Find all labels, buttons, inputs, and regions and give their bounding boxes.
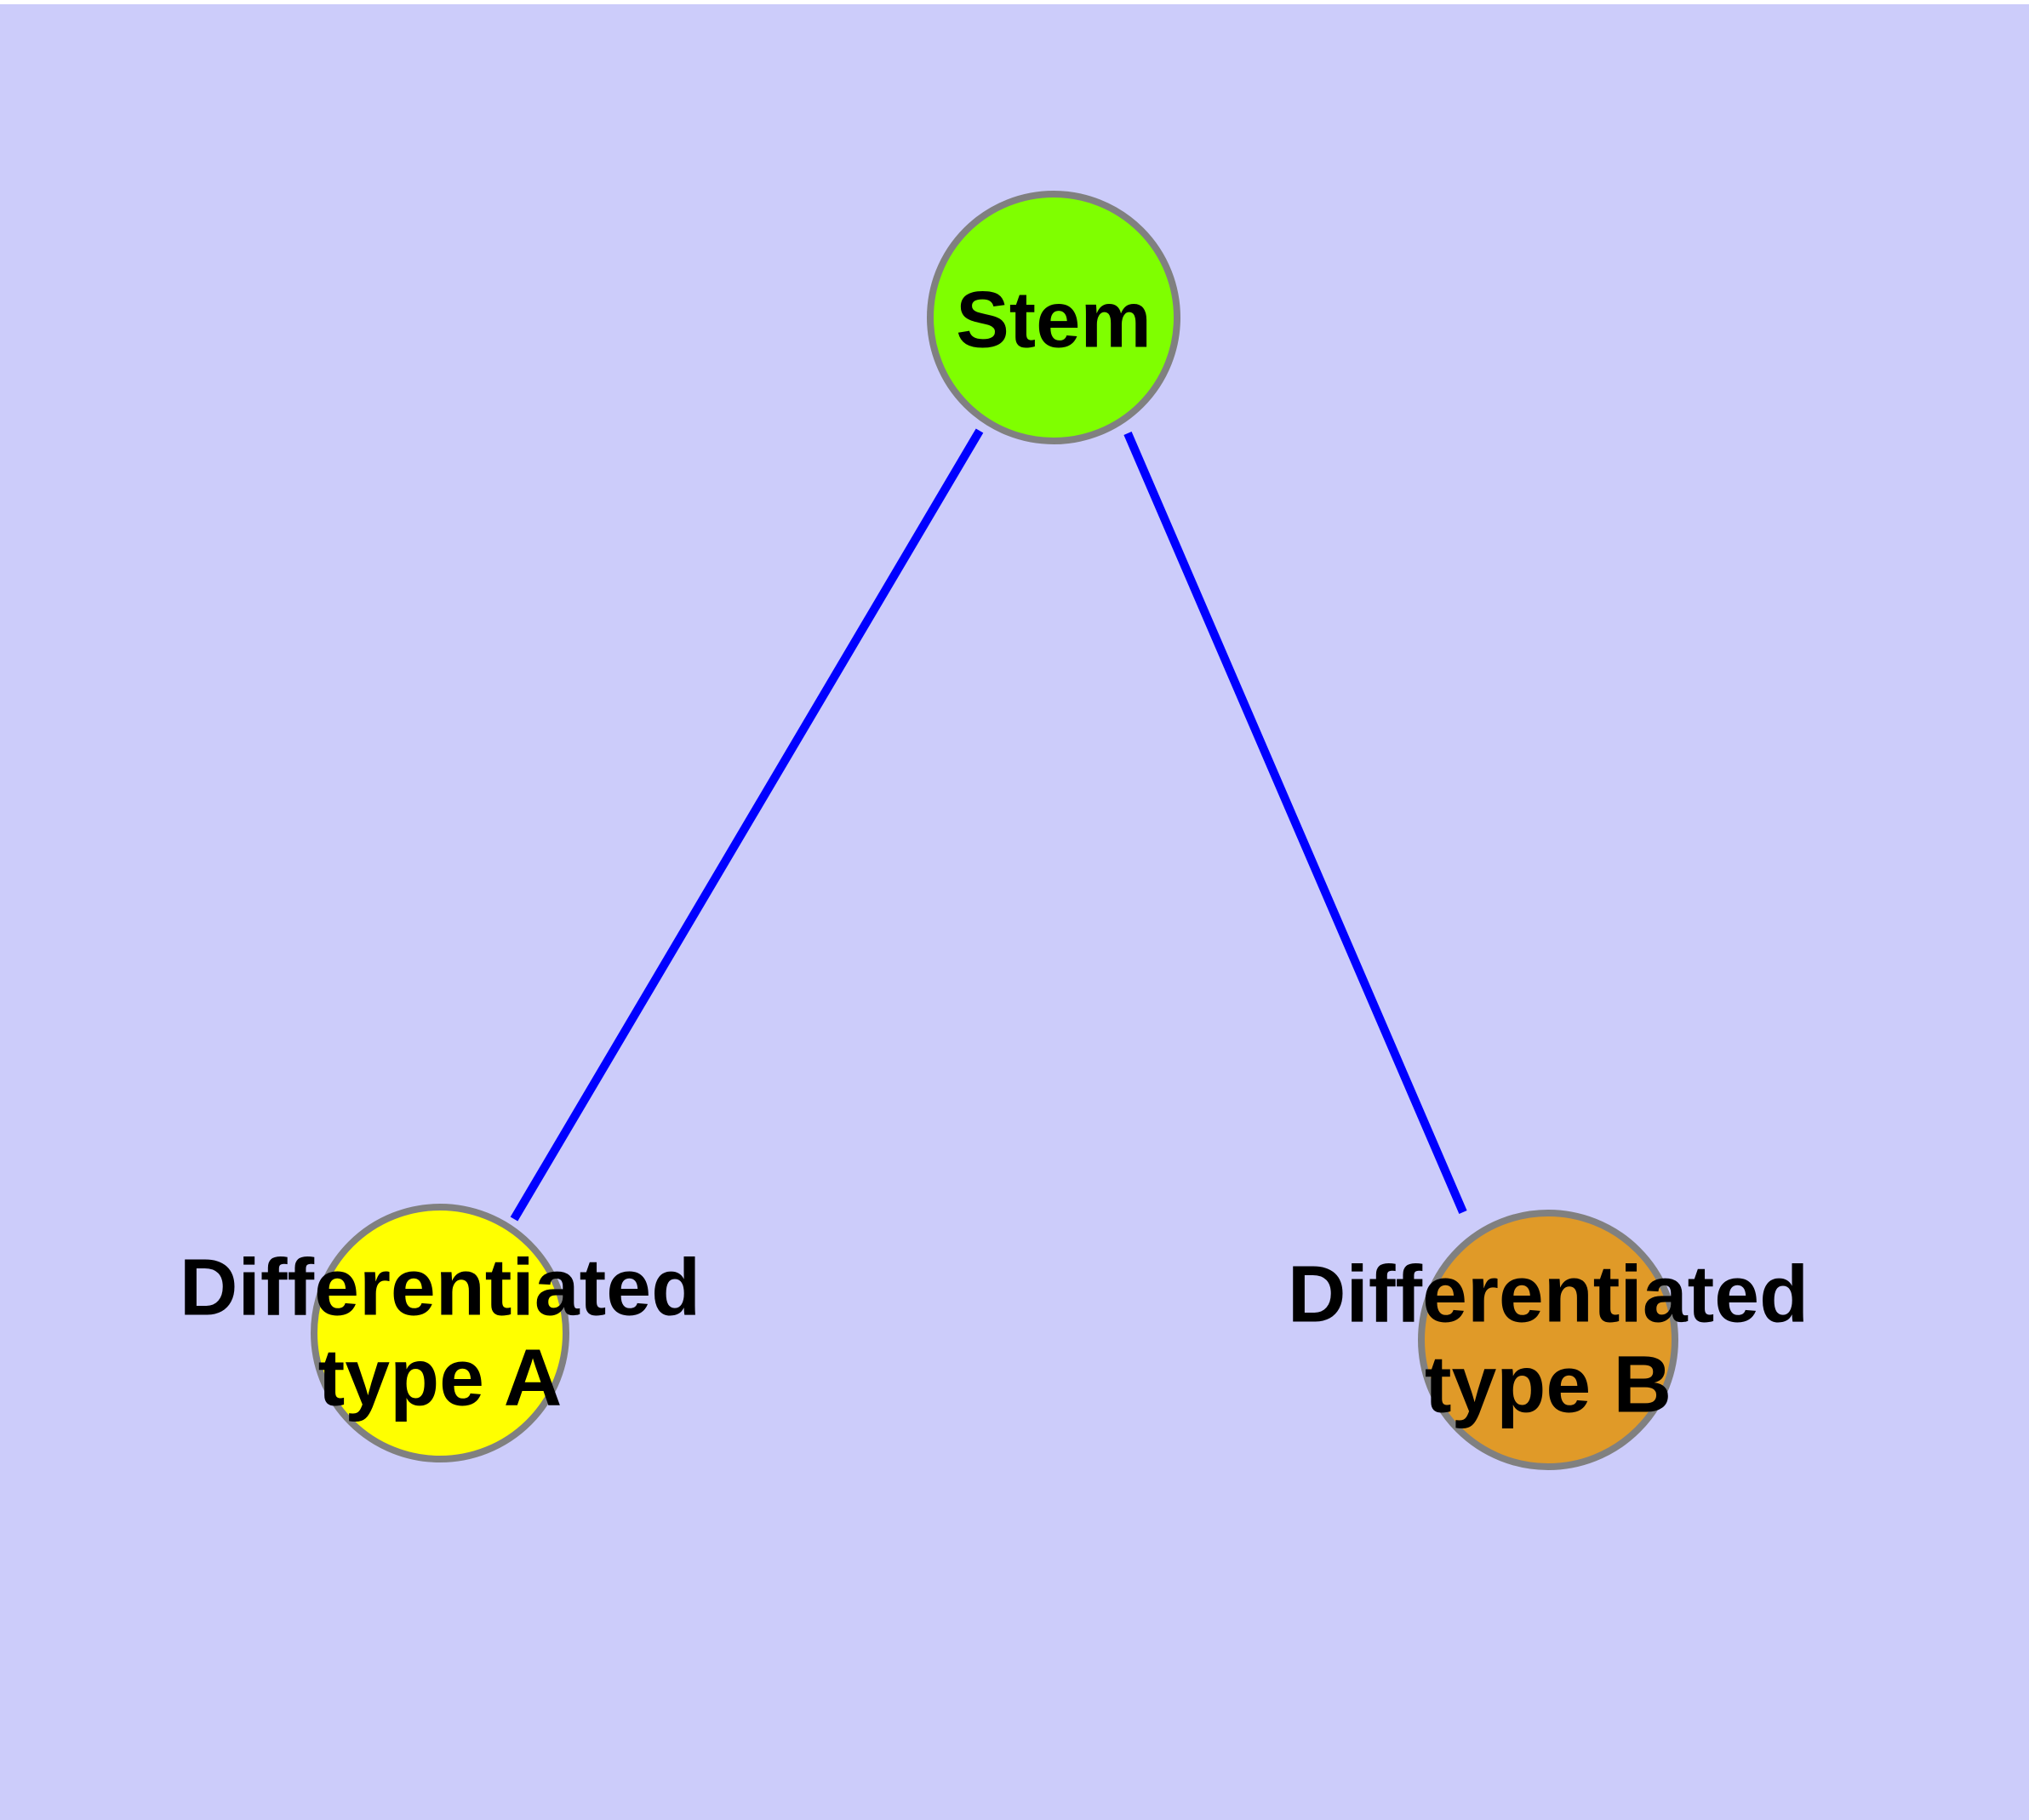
node-layer bbox=[311, 191, 1678, 1470]
node-differentiated-type-b[interactable] bbox=[1418, 1210, 1678, 1470]
edge-stem-to-differentiated-type-a bbox=[510, 428, 984, 1222]
edge-layer bbox=[510, 428, 1467, 1222]
node-stem[interactable] bbox=[927, 191, 1180, 444]
edge-stem-to-differentiated-type-b bbox=[1123, 432, 1467, 1214]
node-differentiated-type-a[interactable] bbox=[311, 1204, 569, 1462]
